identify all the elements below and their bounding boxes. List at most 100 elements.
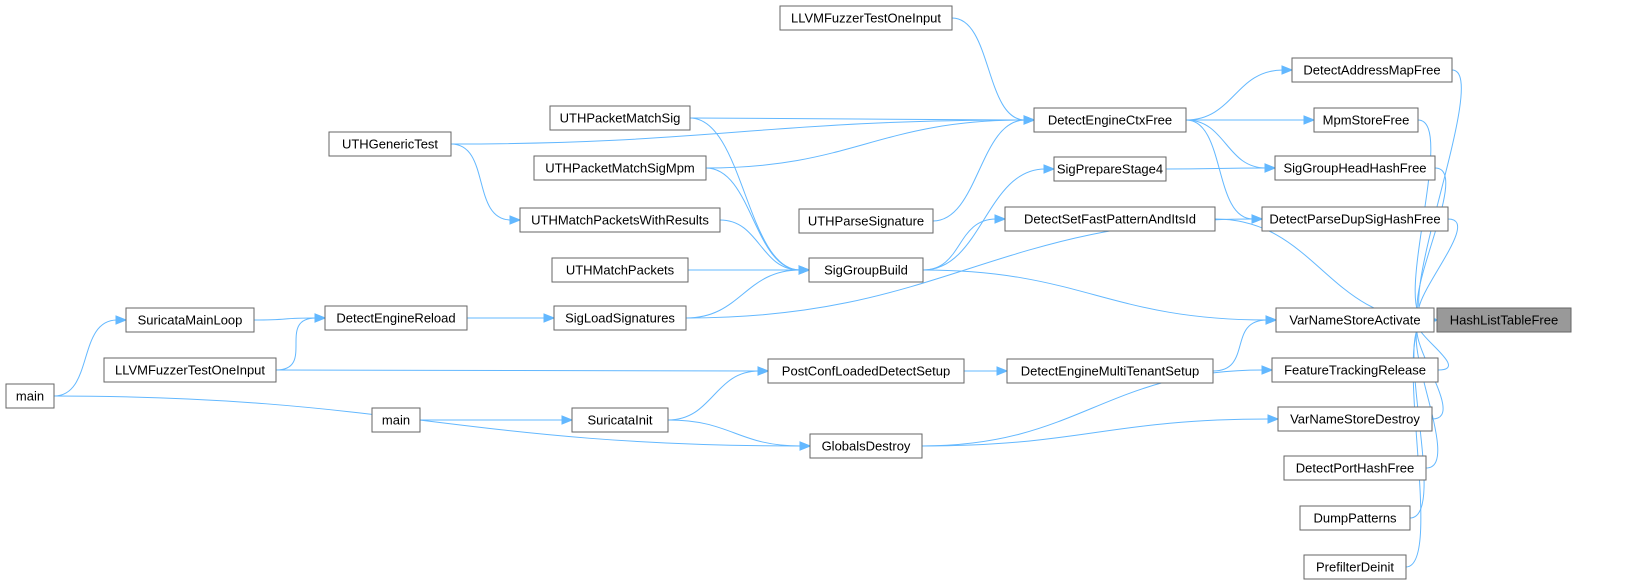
arrowhead bbox=[314, 313, 327, 323]
node-label: UTHPacketMatchSig bbox=[560, 111, 681, 126]
edge-line bbox=[1185, 119, 1254, 220]
node-box bbox=[1299, 505, 1411, 531]
edge-main2-to-suricatainit bbox=[419, 415, 574, 425]
node-detectporthashfree[interactable]: DetectPortHashFree bbox=[1283, 455, 1427, 481]
node-label: DetectPortHashFree bbox=[1296, 461, 1415, 476]
arrowhead bbox=[561, 415, 574, 425]
edge-line bbox=[689, 117, 801, 271]
node-detectaddressmapfree[interactable]: DetectAddressMapFree bbox=[1291, 57, 1453, 83]
node-label: UTHParseSignature bbox=[808, 214, 924, 229]
node-suricatamainloop[interactable]: SuricataMainLoop bbox=[125, 307, 255, 333]
node-siggroupheadhashfree[interactable]: SigGroupHeadHashFree bbox=[1274, 155, 1436, 181]
edge-detectaddressmapfree-to-hashlisttablefree bbox=[1418, 69, 1462, 325]
node-label: UTHMatchPacketsWithResults bbox=[531, 213, 709, 228]
node-label: UTHPacketMatchSigMpm bbox=[545, 161, 695, 176]
arrowhead bbox=[1023, 115, 1036, 125]
node-sigloadsignatures[interactable]: SigLoadSignatures bbox=[553, 305, 687, 331]
node-prefilterdeinit[interactable]: PrefilterDeinit bbox=[1303, 554, 1407, 580]
edge-uthparsesignature-to-detectenginectxfree bbox=[932, 115, 1036, 222]
node-label: FeatureTrackingRelease bbox=[1284, 363, 1426, 378]
node-uthpacketmatchsig[interactable]: UTHPacketMatchSig bbox=[549, 105, 691, 131]
node-postconfloadeddetectsetup[interactable]: PostConfLoadedDetectSetup bbox=[767, 358, 965, 384]
node-siggroupbuild[interactable]: SigGroupBuild bbox=[808, 257, 924, 283]
node-main2[interactable]: main bbox=[371, 407, 421, 433]
edge-line bbox=[53, 395, 802, 447]
node-label: DetectAddressMapFree bbox=[1303, 63, 1440, 78]
node-label: SuricataInit bbox=[587, 413, 652, 428]
node-box bbox=[1313, 107, 1419, 133]
edge-main1-to-globalsdestroy bbox=[53, 395, 812, 451]
node-label: VarNameStoreDestroy bbox=[1290, 412, 1420, 427]
edge-line bbox=[275, 369, 760, 372]
edge-line bbox=[1165, 167, 1267, 170]
edge-suricatainit-to-postconfloadeddetectsetup bbox=[667, 366, 770, 421]
edge-sigpreparestage4-to-siggroupheadhashfree bbox=[1165, 163, 1277, 173]
node-box bbox=[5, 383, 55, 409]
edge-uthpacketmatchsig-to-siggroupbuild bbox=[689, 117, 811, 275]
arrowhead bbox=[1281, 65, 1294, 75]
node-label: LLVMFuzzerTestOneInput bbox=[115, 363, 265, 378]
node-varnamestoreactivate[interactable]: VarNameStoreActivate bbox=[1275, 307, 1435, 333]
node-detectenginemultitenantsetup[interactable]: DetectEngineMultiTenantSetup bbox=[1006, 358, 1214, 384]
node-label: DetectSetFastPatternAndItsId bbox=[1024, 212, 1196, 227]
node-label: LLVMFuzzerTestOneInput bbox=[791, 11, 941, 26]
edge-uthgenerictest-to-detectenginectxfree bbox=[450, 115, 1036, 145]
edge-line bbox=[922, 269, 1268, 321]
node-varnamestoredestroy[interactable]: VarNameStoreDestroy bbox=[1277, 406, 1433, 432]
node-detectsetfastpattern[interactable]: DetectSetFastPatternAndItsId bbox=[1004, 206, 1216, 232]
node-box bbox=[328, 131, 452, 157]
edge-llvmfuzzer1-to-detectenginectxfree bbox=[951, 17, 1036, 125]
node-label: SuricataMainLoop bbox=[138, 313, 243, 328]
edge-detectenginectxfree-to-detectaddressmapfree bbox=[1185, 65, 1294, 121]
node-box bbox=[549, 105, 691, 131]
node-box bbox=[1291, 57, 1453, 83]
node-box bbox=[571, 407, 669, 433]
node-suricatainit[interactable]: SuricataInit bbox=[571, 407, 669, 433]
node-uthpacketmatchsigmpm[interactable]: UTHPacketMatchSigMpm bbox=[533, 155, 707, 181]
node-box bbox=[809, 433, 923, 459]
node-box bbox=[371, 407, 421, 433]
edge-line bbox=[719, 219, 801, 271]
edge-siggroupbuild-to-varnamestoreactivate bbox=[922, 269, 1278, 325]
node-detectenginereload[interactable]: DetectEngineReload bbox=[324, 305, 468, 331]
node-label: main bbox=[382, 413, 410, 428]
node-box bbox=[1274, 155, 1436, 181]
node-detectparsedupsighashfree[interactable]: DetectParseDupSigHashFree bbox=[1261, 206, 1449, 232]
edge-line bbox=[450, 119, 1026, 145]
node-sigpreparestage4[interactable]: SigPrepareStage4 bbox=[1053, 156, 1167, 182]
edge-uthmatchpacketswithresults-to-siggroupbuild bbox=[719, 219, 811, 275]
node-label: DumpPatterns bbox=[1313, 511, 1397, 526]
node-label: SigLoadSignatures bbox=[565, 311, 675, 326]
edge-line bbox=[685, 269, 801, 319]
arrowhead bbox=[1267, 414, 1280, 424]
edge-postconfloadeddetectsetup-to-detectenginemultitenantsetup bbox=[963, 366, 1009, 376]
node-box bbox=[551, 257, 689, 283]
node-uthmatchpacketswithresults[interactable]: UTHMatchPacketsWithResults bbox=[519, 207, 721, 233]
node-label: VarNameStoreActivate bbox=[1289, 313, 1420, 328]
node-globalsdestroy[interactable]: GlobalsDestroy bbox=[809, 433, 923, 459]
node-llvmfuzzer1[interactable]: LLVMFuzzerTestOneInput bbox=[779, 5, 953, 31]
node-uthgenerictest[interactable]: UTHGenericTest bbox=[328, 131, 452, 157]
node-uthmatchpackets[interactable]: UTHMatchPackets bbox=[551, 257, 689, 283]
edge-line bbox=[1214, 218, 1429, 321]
node-box bbox=[103, 357, 277, 383]
node-detectenginectxfree[interactable]: DetectEngineCtxFree bbox=[1033, 107, 1187, 133]
node-dumppatterns[interactable]: DumpPatterns bbox=[1299, 505, 1411, 531]
node-mpmstorefree[interactable]: MpmStoreFree bbox=[1313, 107, 1419, 133]
edge-line bbox=[253, 317, 317, 321]
edge-detectenginemultitenantsetup-to-varnamestoreactivate bbox=[1212, 315, 1278, 372]
edge-line bbox=[450, 143, 512, 221]
node-llvmfuzzer2[interactable]: LLVMFuzzerTestOneInput bbox=[103, 357, 277, 383]
node-label: SigPrepareStage4 bbox=[1057, 162, 1163, 177]
node-featuretrackingrelease[interactable]: FeatureTrackingRelease bbox=[1271, 357, 1439, 383]
arrowhead bbox=[799, 441, 812, 451]
node-uthparsesignature[interactable]: UTHParseSignature bbox=[798, 208, 934, 234]
node-box bbox=[1303, 554, 1407, 580]
edge-line bbox=[53, 319, 118, 397]
arrowhead bbox=[1303, 115, 1316, 125]
node-box bbox=[1261, 206, 1449, 232]
node-main1[interactable]: main bbox=[5, 383, 55, 409]
edge-line bbox=[1418, 69, 1462, 321]
edge-line bbox=[689, 117, 1026, 121]
